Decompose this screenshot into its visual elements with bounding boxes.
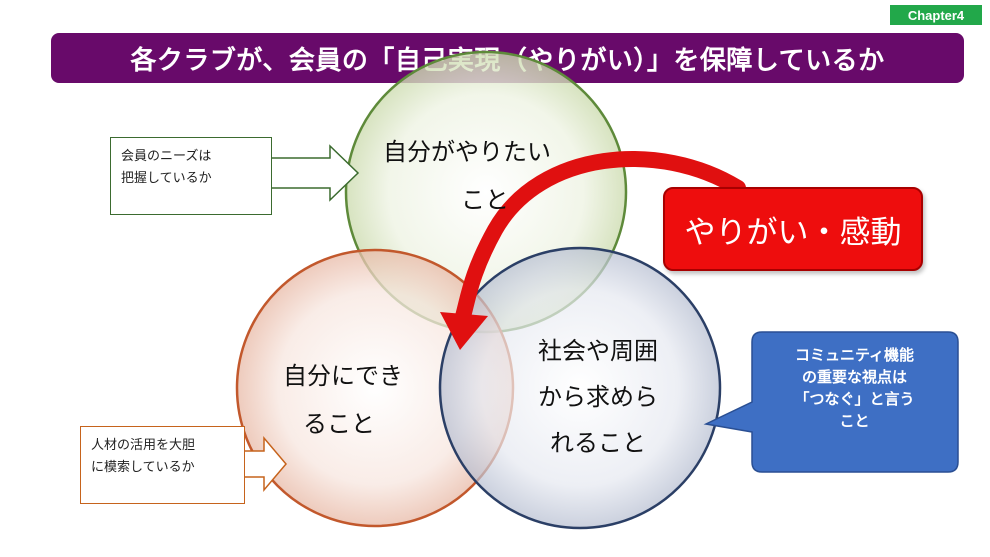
note-member-needs-line-1: 会員のニーズは (121, 149, 212, 164)
circle-right-line-2: から求めら (538, 383, 658, 411)
note-member-needs: 会員のニーズは 把握しているか (110, 137, 272, 215)
callout-line-2: の重要な視点は (801, 368, 907, 386)
circle-right-line-1: 社会や周囲 (538, 337, 658, 365)
circle-right-text: 社会や周囲 から求めら れること (538, 328, 658, 466)
circle-top-text: 自分がやりたい こと (383, 128, 551, 224)
circle-left-line-1: 自分にでき (283, 362, 403, 390)
note-talent: 人材の活用を大胆 に模索しているか (80, 426, 245, 504)
highlight-box: やりがい・感動 (663, 187, 923, 271)
callout-bubble (703, 331, 959, 473)
callout-text: コミュニティ機能 の重要な視点は 「つなぐ」と言う こと (752, 344, 957, 432)
callout-line-4: こと (839, 412, 870, 430)
circle-left-line-2: ること (303, 410, 375, 438)
circle-top-line-2: こと (461, 186, 509, 214)
red-arrow-head (440, 312, 488, 350)
note-talent-line-2: に模索しているか (91, 460, 195, 475)
curved-red-arrow (454, 151, 746, 328)
circle-right-line-3: れること (550, 429, 646, 457)
callout-line-1: コミュニティ機能 (794, 346, 915, 364)
note-talent-line-1: 人材の活用を大胆 (91, 438, 196, 453)
highlight-text: やりがい・感動 (684, 214, 902, 251)
orange-arrow-icon (243, 435, 287, 493)
chapter-badge: Chapter4 (890, 5, 982, 25)
circle-top-line-1: 自分がやりたい (383, 138, 551, 166)
circle-left-text: 自分にでき ること (283, 352, 403, 448)
note-member-needs-line-2: 把握しているか (121, 171, 212, 186)
green-arrow-icon (269, 144, 360, 202)
circle-right (438, 246, 722, 530)
callout-line-3: 「つなぐ」と言う (794, 390, 915, 408)
